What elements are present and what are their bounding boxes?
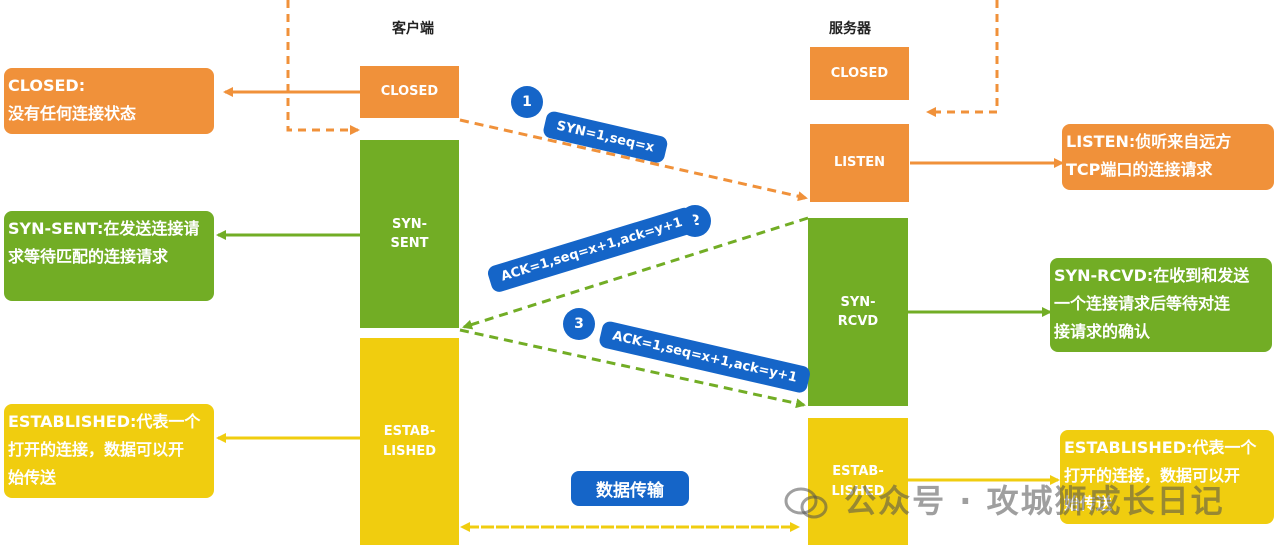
watermark: 公众号 · 攻城狮成长日记	[783, 476, 1225, 522]
client-syn-sent-note: SYN-SENT:在发送连接请 求等待匹配的连接请求	[4, 211, 214, 301]
watermark-text: 公众号 · 攻城狮成长日记	[844, 482, 1225, 520]
server-syn-rcvd-note: SYN-RCVD:在收到和发送 一个连接请求后等待对连 接请求的确认	[1050, 258, 1272, 352]
server-closed-state: CLOSED	[810, 47, 909, 100]
data-transfer-label: 数据传输	[571, 471, 689, 506]
server-established-note: ESTABLISHED:代表一个 打开的连接，数据可以开 始传送	[1060, 430, 1274, 524]
client-closed-note: CLOSED: 没有任何连接状态	[4, 68, 214, 134]
step-1-badge: 1	[511, 86, 543, 118]
server-listen-note: LISTEN:侦听来自远方 TCP端口的连接请求	[1062, 124, 1274, 190]
wechat-icon	[783, 485, 831, 521]
ack-arrow	[459, 328, 806, 409]
syn-ack-arrow	[462, 216, 809, 330]
client-loop-line	[286, 0, 360, 135]
client-column-title: 客户端	[392, 21, 434, 37]
server-listen-state: LISTEN	[810, 124, 909, 202]
client-syn-sent-state: SYN- SENT	[360, 140, 459, 328]
step-3-badge: 3	[563, 308, 595, 340]
server-syn-rcvd-state: SYN- RCVD	[808, 218, 908, 406]
server-established-state: ESTAB- LISHED	[808, 418, 908, 545]
server-loop-line	[926, 0, 999, 117]
client-closed-state: CLOSED	[360, 66, 459, 118]
server-column-title: 服务器	[829, 21, 871, 37]
client-established-note: ESTABLISHED:代表一个 打开的连接，数据可以开 始传送	[4, 404, 214, 498]
client-established-state: ESTAB- LISHED	[360, 338, 459, 545]
